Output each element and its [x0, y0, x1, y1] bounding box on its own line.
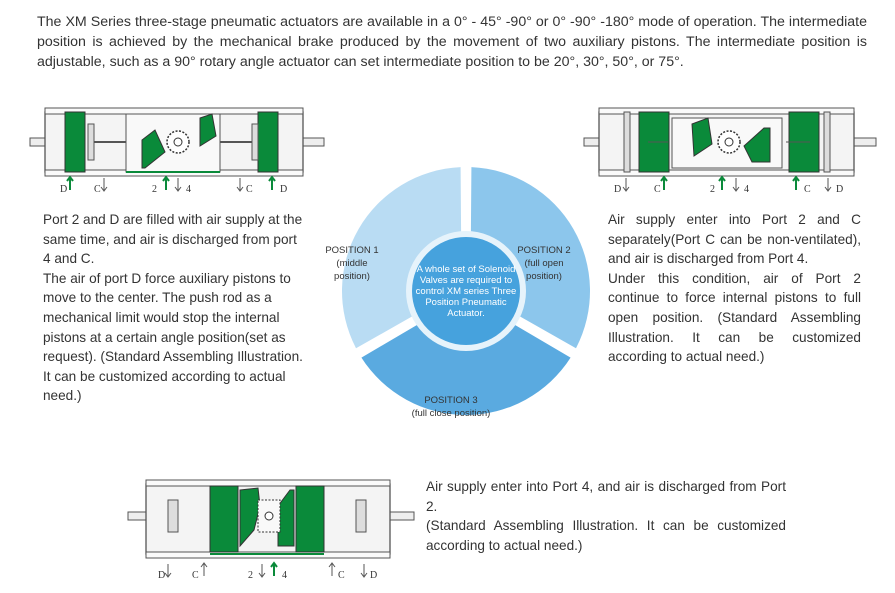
- svg-text:4: 4: [282, 570, 287, 581]
- position-2-label: POSITION 2: [517, 245, 570, 256]
- svg-text:4: 4: [186, 184, 191, 195]
- actuator-diagram-position-2: D C 2 4 C D: [583, 107, 877, 195]
- svg-text:D: D: [614, 184, 621, 195]
- position-3-description: Air supply enter into Port 4, and air is…: [426, 477, 786, 555]
- wheel-segment-position-2: [470, 167, 590, 349]
- position-wheel: A whole set of Solenoid Valves are requi…: [325, 167, 590, 419]
- position-2-paragraph-2: Under this condition, air of Port 2 cont…: [608, 270, 861, 365]
- position-3-sub: (full close position): [412, 408, 491, 419]
- position-1-paragraph-2: The air of port D force auxiliary piston…: [43, 270, 303, 404]
- svg-text:2: 2: [248, 570, 253, 581]
- svg-text:C: C: [338, 570, 345, 581]
- wheel-center: [412, 237, 520, 345]
- intro-paragraph: The XM Series three-stage pneumatic actu…: [37, 14, 867, 70]
- svg-text:D: D: [158, 570, 165, 581]
- position-3-label: POSITION 3: [424, 395, 477, 406]
- svg-text:D: D: [370, 570, 377, 581]
- position-1-sub-1: (middle: [336, 258, 367, 269]
- position-1-label: POSITION 1: [325, 245, 378, 256]
- svg-text:D: D: [280, 184, 287, 195]
- svg-text:4: 4: [744, 184, 749, 195]
- position-2-description: Air supply enter into Port 2 and C separ…: [608, 210, 861, 367]
- actuator-diagram-position-3: D C 2 4 C D: [127, 479, 415, 581]
- center-line-3: control XM series Three: [416, 286, 517, 297]
- actuator-diagram-position-1: D C 2 4 C D: [29, 107, 325, 195]
- position-2-paragraph-1: Air supply enter into Port 2 and C separ…: [608, 212, 861, 267]
- center-line-1: A whole set of Solenoid: [417, 264, 516, 275]
- position-1-paragraph-1: Port 2 and D are filled with air supply …: [43, 212, 303, 267]
- svg-text:C: C: [94, 184, 101, 195]
- position-2-sub-2: position): [526, 271, 562, 282]
- svg-text:C: C: [192, 570, 199, 581]
- svg-text:D: D: [836, 184, 843, 195]
- center-line-2: Valves are required to: [420, 275, 512, 286]
- svg-text:C: C: [804, 184, 811, 195]
- svg-text:2: 2: [152, 184, 157, 195]
- wheel-segment-position-1: [342, 167, 462, 349]
- svg-text:D: D: [60, 184, 67, 195]
- position-3-paragraph-2: (Standard Assembling Illustration. It ca…: [426, 518, 786, 553]
- position-1-sub-2: position): [334, 271, 370, 282]
- svg-text:C: C: [246, 184, 253, 195]
- center-line-4: Position Pneumatic: [425, 297, 507, 308]
- wheel-center-text: A whole set of Solenoid Valves are requi…: [416, 264, 517, 319]
- position-3-paragraph-1: Air supply enter into Port 4, and air is…: [426, 479, 786, 514]
- position-2-sub-1: (full open: [524, 258, 563, 269]
- wheel-segment-position-3: [361, 323, 571, 415]
- position-1-description: Port 2 and D are filled with air supply …: [43, 210, 305, 406]
- center-line-5: Actuator.: [447, 308, 485, 319]
- svg-text:2: 2: [710, 184, 715, 195]
- svg-text:C: C: [654, 184, 661, 195]
